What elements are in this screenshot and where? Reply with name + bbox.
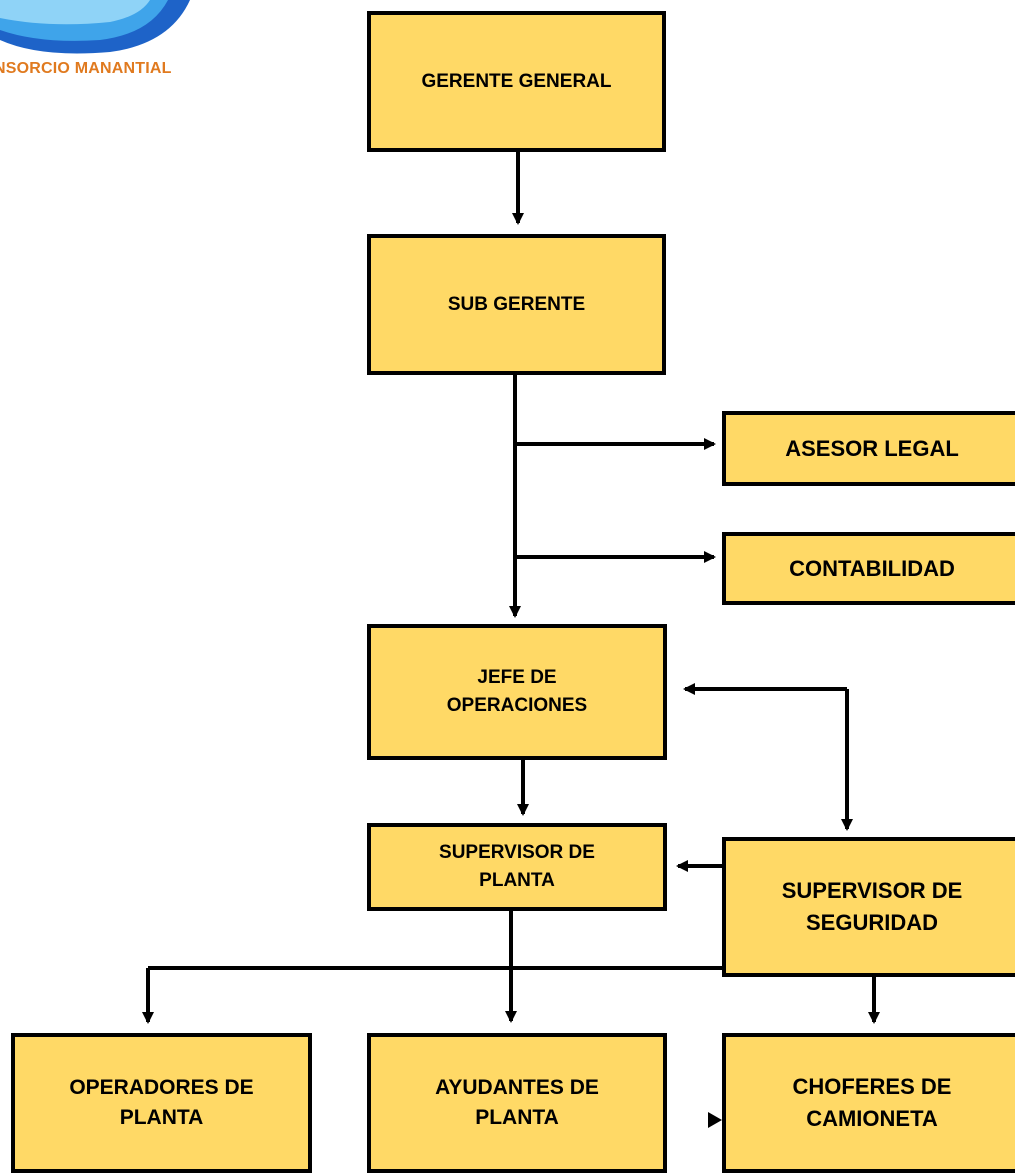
box-supervisor-planta: SUPERVISOR DE PLANTA (367, 823, 667, 911)
label-jefe-line1: JEFE DE (477, 667, 557, 689)
logo-text: NSORCIO MANANTIAL (0, 60, 172, 77)
box-asesor-legal: ASESOR LEGAL (722, 411, 1015, 486)
label-ayudantes-line2: PLANTA (475, 1106, 559, 1129)
label-jefe-line2: OPERACIONES (446, 695, 588, 716)
box-operadores-planta: OPERADORES DE PLANTA (11, 1033, 312, 1173)
box-supervisor-seguridad: SUPERVISOR DE SEGURIDAD (722, 837, 1015, 977)
label-supervisor-planta-line1: SUPERVISOR DE (439, 842, 595, 864)
company-logo: NSORCIO MANANTIAL (0, 0, 240, 90)
label-gerente-general: GERENTE GENERAL (421, 70, 612, 92)
box-contabilidad: CONTABILIDAD (722, 532, 1015, 605)
label-supervisor-seguridad-line2: SEGURIDAD (805, 910, 938, 935)
logo-water-drop-icon (0, 0, 190, 54)
box-gerente-general: GERENTE GENERAL (367, 11, 666, 152)
label-sub-gerente: SUB GERENTE (447, 293, 586, 315)
label-operadores-line1: OPERADORES DE (69, 1075, 254, 1099)
stray-arrowhead-icon (708, 1112, 722, 1128)
label-choferes-line2: CAMIONETA (806, 1106, 938, 1131)
box-choferes-camioneta: CHOFERES DE CAMIONETA (722, 1033, 1015, 1173)
label-operadores-line2: PLANTA (119, 1106, 204, 1129)
label-supervisor-seguridad-line1: SUPERVISOR DE (781, 878, 963, 904)
box-jefe-operaciones: JEFE DE OPERACIONES (367, 624, 667, 760)
label-ayudantes-line1: AYUDANTES DE (435, 1075, 599, 1099)
label-supervisor-planta-line2: PLANTA (479, 870, 555, 891)
label-contabilidad: CONTABILIDAD (789, 555, 955, 581)
label-choferes-line1: CHOFERES DE (792, 1074, 952, 1100)
box-ayudantes-planta: AYUDANTES DE PLANTA (367, 1033, 667, 1173)
box-sub-gerente: SUB GERENTE (367, 234, 666, 375)
label-asesor-legal: ASESOR LEGAL (785, 435, 959, 461)
